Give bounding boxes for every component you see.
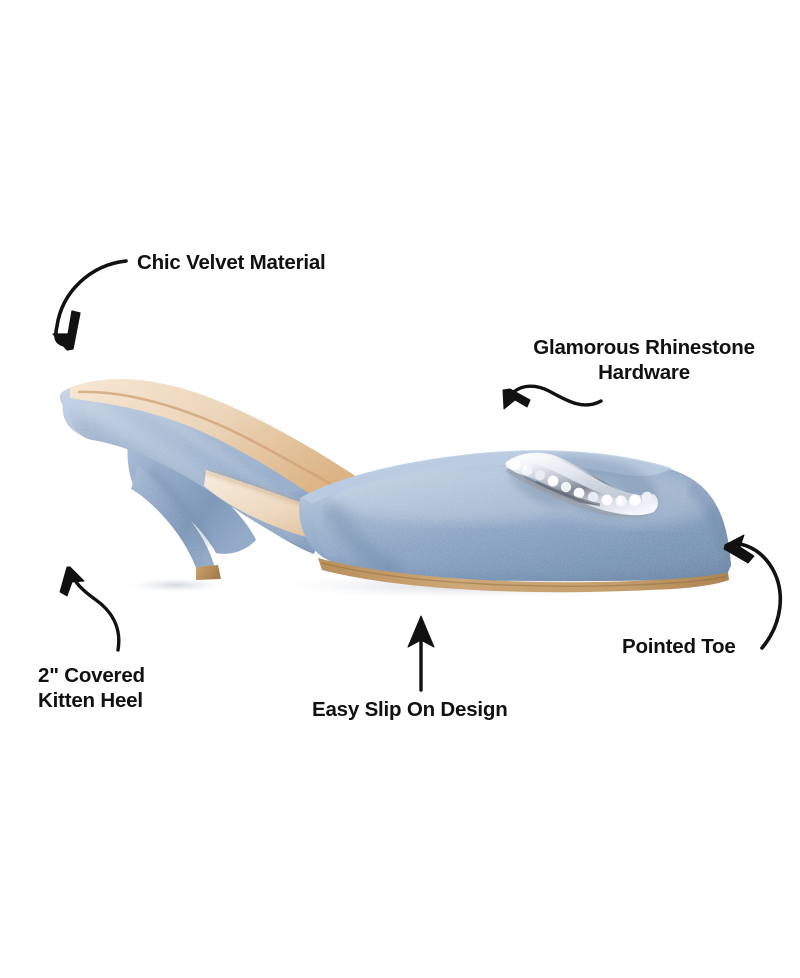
heel-tip xyxy=(196,565,221,580)
callout-label-kitten-heel: 2" Covered Kitten Heel xyxy=(38,664,145,712)
kitten-heel xyxy=(127,440,257,580)
callout-label-easy-slip-on-design: Easy Slip On Design xyxy=(312,698,508,721)
callout-label-chic-velvet-material: Chic Velvet Material xyxy=(137,251,326,274)
rhinestone-buckle xyxy=(505,452,658,518)
sole-edge xyxy=(318,558,729,593)
callout-label-pointed-toe: Pointed Toe xyxy=(622,635,736,658)
callout-label-glamorous-rhinestone-hardware: Glamorous Rhinestone Hardware xyxy=(533,336,755,384)
heel-ground-shadow xyxy=(124,577,228,593)
rhinestones xyxy=(509,458,653,507)
